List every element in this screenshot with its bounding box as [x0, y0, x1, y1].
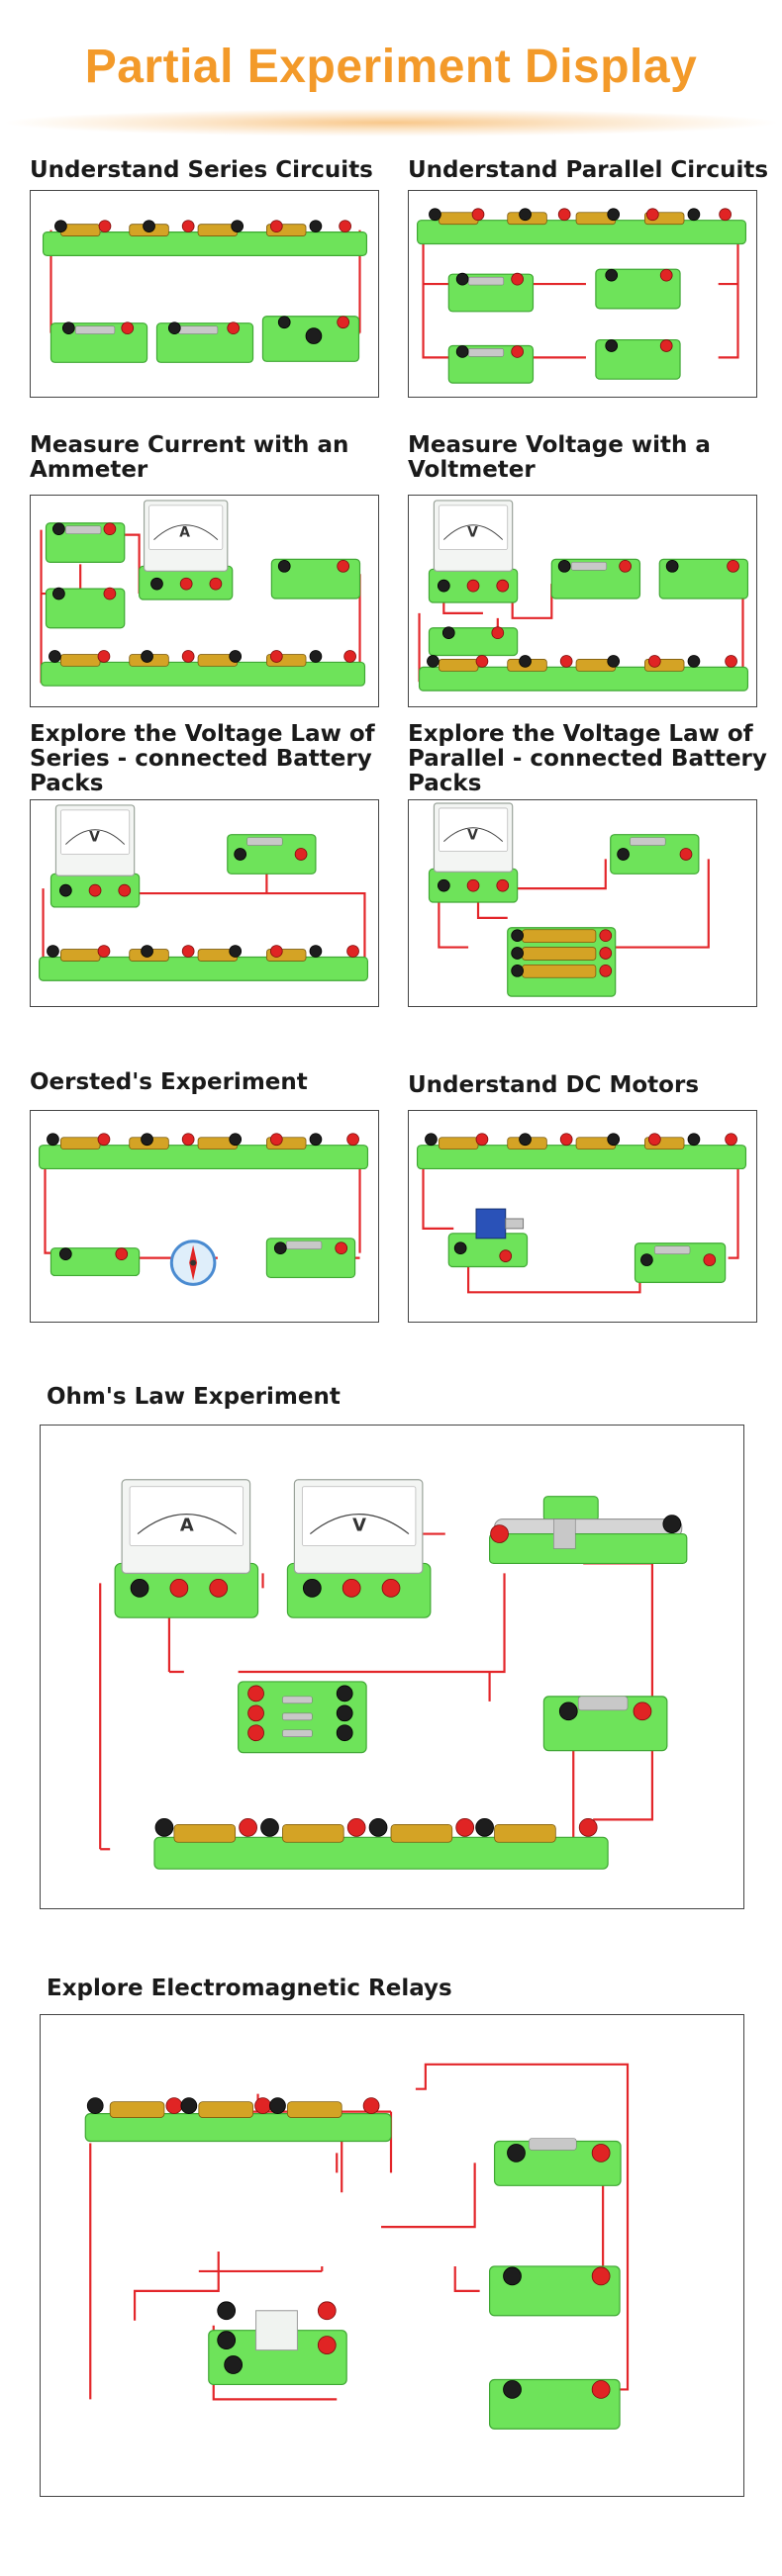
switch-2: [45, 587, 126, 629]
parallel-battery-stack: [507, 927, 617, 997]
battery-pack: [42, 220, 368, 256]
diagram-relays: [84, 2063, 630, 2430]
panel-series-battery-law: V: [30, 799, 379, 1007]
switch: [542, 1696, 668, 1752]
rheostat: [488, 1496, 688, 1565]
ammeter-label: A: [179, 525, 190, 541]
panel-series-circuits: [30, 190, 379, 398]
panel-ammeter: A: [30, 495, 379, 707]
bulb-1: [595, 268, 681, 310]
voltmeter-label: V: [467, 525, 478, 541]
diagram-ammeter: A: [40, 500, 366, 687]
diagram-series-circuits: [42, 220, 368, 363]
switch-2: [155, 322, 254, 363]
voltmeter: V: [428, 802, 519, 903]
switch: [45, 522, 126, 563]
switch-2: [447, 344, 535, 384]
bulb-holder: [261, 316, 360, 362]
battery-pack: [38, 1133, 369, 1170]
bulb: [658, 558, 749, 599]
battery-pack: [39, 945, 369, 981]
page-header: Partial Experiment Display: [0, 0, 782, 138]
bulb-2: [488, 2378, 621, 2430]
switch: [610, 834, 700, 874]
title-series-battery-law: Explore the Voltage Law of Series - conn…: [30, 721, 375, 796]
bulb: [270, 558, 361, 599]
diagram-series-battery-law: V: [39, 804, 369, 981]
wire-holder: [49, 1247, 141, 1277]
diagram-ohms-law: A V: [99, 1479, 688, 1870]
relay: [208, 2301, 347, 2386]
switch: [634, 1242, 727, 1283]
switch: [493, 2138, 622, 2186]
bulb-2: [595, 338, 681, 380]
diagram-parallel-circuits: [417, 208, 747, 384]
diagram-oersted: [38, 1133, 369, 1286]
title-relays: Explore Electromagnetic Relays: [47, 1976, 452, 2001]
voltmeter-label: V: [352, 1516, 366, 1536]
battery-pack: [40, 650, 366, 687]
voltmeter: V: [428, 500, 519, 603]
switch: [227, 834, 317, 874]
voltmeter-label: V: [89, 830, 100, 846]
switch-1: [49, 322, 148, 363]
panel-relays: [40, 2014, 744, 2497]
voltmeter-label: V: [467, 828, 478, 844]
ammeter: A: [114, 1479, 259, 1618]
battery-pack: [84, 2097, 392, 2143]
motor: [447, 1208, 529, 1268]
title-dc-motors: Understand DC Motors: [408, 1072, 700, 1098]
switch: [265, 1238, 356, 1279]
resistor-board: [238, 1681, 367, 1754]
title-parallel-battery-law: Explore the Voltage Law of Parallel - co…: [408, 721, 767, 796]
compass: [169, 1240, 217, 1286]
bulb-1: [488, 2265, 621, 2317]
panel-voltmeter: V: [408, 495, 757, 707]
title-ohms-law: Ohm's Law Experiment: [47, 1384, 341, 1410]
title-oersted: Oersted's Experiment: [30, 1069, 308, 1095]
battery-pack: [417, 208, 747, 245]
battery-pack: [153, 1817, 609, 1870]
switch: [550, 558, 641, 599]
title-ammeter: Measure Current with an Ammeter: [30, 432, 349, 483]
bulb-2: [428, 626, 519, 657]
panel-ohms-law: A V: [40, 1425, 744, 1909]
panel-parallel-battery-law: V: [408, 799, 757, 1007]
battery-pack: [416, 1133, 747, 1170]
panel-dc-motors: [408, 1110, 757, 1323]
diagram-dc-motors: [416, 1133, 747, 1294]
title-parallel-circuits: Understand Parallel Circuits: [408, 157, 769, 183]
page-title: Partial Experiment Display: [84, 41, 698, 93]
voltmeter: V: [49, 804, 141, 908]
ammeter: A: [139, 500, 234, 600]
diagram-parallel-battery-law: V: [428, 802, 710, 997]
panel-parallel-circuits: [408, 190, 757, 398]
diagram-voltmeter: V: [418, 500, 749, 691]
battery-pack: [418, 655, 749, 691]
voltmeter: V: [286, 1479, 432, 1618]
title-voltmeter: Measure Voltage with a Voltmeter: [408, 432, 711, 483]
ammeter-label: A: [180, 1516, 194, 1536]
title-series-circuits: Understand Series Circuits: [30, 157, 373, 183]
switch-1: [447, 272, 535, 313]
title-glow: [0, 109, 782, 137]
panel-oersted: [30, 1110, 379, 1323]
